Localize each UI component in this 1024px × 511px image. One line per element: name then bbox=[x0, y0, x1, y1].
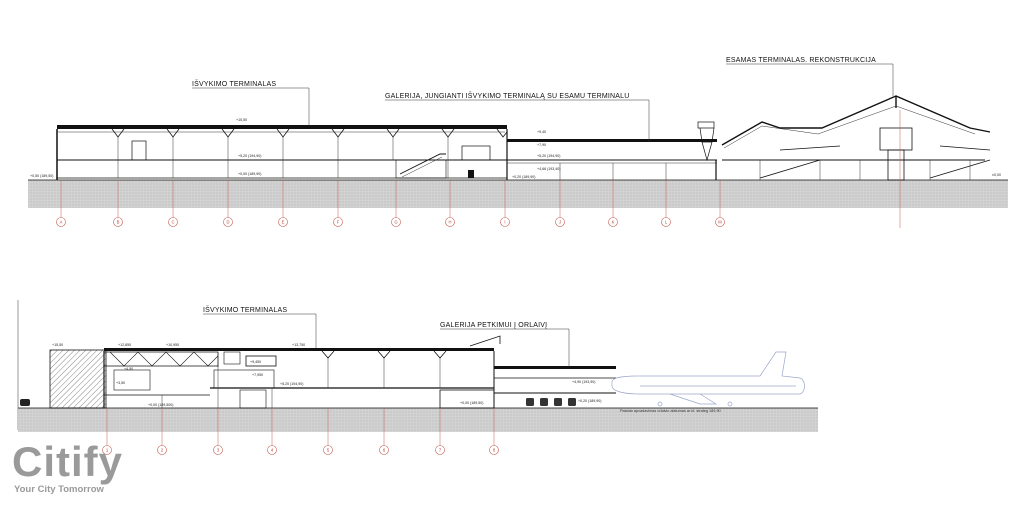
bottom-boarding-gallery: +4,90 (193,90) +0,20 (189,90) bbox=[494, 366, 616, 406]
top-ground bbox=[28, 180, 1008, 208]
top-level-gallery-low: +4,66 (193,40) bbox=[537, 167, 560, 171]
bottom-level-ground-a: +0,00 (189,500) bbox=[148, 403, 173, 407]
top-axis-label: A bbox=[60, 220, 63, 225]
bottom-level-mid-b: +7,950 bbox=[252, 373, 263, 377]
top-gallery: +9,40 +7,90 +5,20 (194,90) +4,66 (193,40… bbox=[507, 121, 717, 180]
bottom-level-mid-a: +9,450 bbox=[250, 360, 261, 364]
bottom-axis-label: 3 bbox=[217, 448, 220, 453]
bottom-level-left-roof: +15,50 bbox=[52, 343, 63, 347]
top-level-ground: +0,00 (189,90) bbox=[238, 172, 261, 176]
bottom-level-low-b: +4,50 bbox=[124, 367, 133, 371]
top-axis-label: B bbox=[117, 220, 120, 225]
bottom-left-wing bbox=[49, 349, 107, 409]
bottom-level-roof-b: +10,950 bbox=[166, 343, 179, 347]
bottom-axis-label: 7 bbox=[439, 448, 442, 453]
top-level-existing: ±0,00 bbox=[992, 173, 1001, 177]
bottom-level-ground-b: +0,00 (189,50) bbox=[460, 401, 483, 405]
top-level-left: +0,50 (189,50) bbox=[30, 174, 53, 178]
top-axis-label: I bbox=[504, 220, 505, 225]
top-axis-label: K bbox=[612, 220, 615, 225]
top-axis-label: L bbox=[665, 220, 668, 225]
bottom-ground bbox=[18, 408, 818, 432]
top-axis-label: F bbox=[337, 220, 340, 225]
top-section: +15,50 +5,20 (194,90) +0,00 (189,90) +0,… bbox=[28, 57, 1008, 228]
top-axis-label: G bbox=[394, 220, 397, 225]
top-level-gallery-mid: +5,20 (194,90) bbox=[537, 154, 560, 158]
top-departure-terminal: +15,50 +5,20 (194,90) +0,00 (189,90) +0,… bbox=[30, 118, 508, 180]
bottom-level-bridge: +4,90 (193,90) bbox=[572, 380, 595, 384]
bottom-level-roof-c: +13,750 bbox=[292, 343, 305, 347]
bottom-title-departure: IŠVYKIMO TERMINALAS bbox=[203, 305, 287, 314]
bottom-axis-label: 1 bbox=[106, 448, 109, 453]
top-title-departure: IŠVYKIMO TERMINALAS bbox=[192, 79, 276, 88]
top-axis-label: J bbox=[559, 220, 561, 225]
bottom-axis-label: 8 bbox=[493, 448, 496, 453]
top-level-gallery-roof: +9,40 bbox=[537, 130, 546, 134]
top-level-roof: +15,50 bbox=[236, 118, 247, 122]
logo-tagline: Your City Tomorrow bbox=[14, 484, 104, 495]
top-grid-axes: A B C D E F G H I J K L M bbox=[56, 110, 901, 228]
bottom-axis-label: 6 bbox=[383, 448, 386, 453]
top-title-existing: ESAMAS TERMINALAS. REKONSTRUKCIJA bbox=[726, 57, 876, 64]
bottom-level-mid-c: +5,20 (194,90) bbox=[280, 382, 303, 386]
top-level-gallery-floor: +0,20 (189,90) bbox=[512, 175, 535, 179]
bottom-level-low-a: +3,50 bbox=[116, 381, 125, 385]
top-axis-label: E bbox=[282, 220, 285, 225]
top-existing-terminal: ±0,00 bbox=[721, 95, 1001, 181]
aircraft-outline bbox=[611, 351, 805, 407]
citify-logo: Citify Your City Tomorrow bbox=[12, 440, 152, 500]
logo-wordmark: Citify bbox=[12, 438, 123, 485]
bottom-note: Pastato apvadavimas orlaivio atstumas ar… bbox=[620, 409, 721, 413]
bottom-level-roof-a: +12,850 bbox=[118, 343, 131, 347]
top-axis-label: H bbox=[448, 220, 451, 225]
bottom-departure-terminal: +15,50 +12,850 +10,950 +13,750 +9,450 +7… bbox=[52, 335, 501, 409]
bottom-axis-label: 5 bbox=[327, 448, 330, 453]
top-axis-label: D bbox=[226, 220, 229, 225]
bottom-axis-label: 4 bbox=[271, 448, 274, 453]
bottom-grid-axes: 1 2 3 4 5 6 7 8 bbox=[102, 408, 499, 455]
top-axis-label: M bbox=[718, 220, 722, 225]
bottom-section: +15,50 +12,850 +10,950 +13,750 +9,450 +7… bbox=[17, 300, 818, 455]
bottom-level-ground-c: +0,20 (189,90) bbox=[578, 399, 601, 403]
top-title-gallery: GALERIJA, JUNGIANTI IŠVYKIMO TERMINALĄ S… bbox=[385, 91, 630, 100]
bottom-title-boarding-gallery: GALERIJA PETKIMUI Į ORLAIVĮ bbox=[440, 322, 547, 329]
top-level-gallery-7: +7,90 bbox=[537, 143, 546, 147]
top-level-upper: +5,20 (194,90) bbox=[238, 154, 261, 158]
top-axis-label: C bbox=[171, 220, 174, 225]
bottom-axis-label: 2 bbox=[161, 448, 164, 453]
